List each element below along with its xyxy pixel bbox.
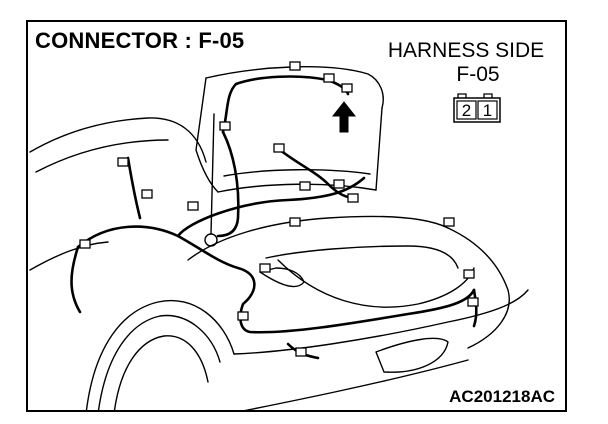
- diagram-frame: 2 1 CONNECTOR : F-05 HARNESS SIDE F-05 A…: [26, 20, 567, 412]
- connector-box: [237, 311, 249, 321]
- bumper-lower-line: [244, 359, 469, 410]
- connector-f05-box: [341, 83, 353, 93]
- trunk-lid-inner: [223, 169, 371, 177]
- rear-wheel-arch-inner: [97, 314, 221, 410]
- connector-box: [273, 143, 285, 153]
- connector-symbol-icon: 2 1: [453, 93, 501, 123]
- license-plate-recess: [375, 337, 449, 373]
- connector-box: [117, 157, 129, 167]
- harness-to-lid: [176, 176, 366, 238]
- vehicle-rear-trunk-illustration: 2 1: [29, 61, 529, 410]
- rear-wheel-arch: [85, 299, 235, 410]
- harness-left-drop: [70, 245, 82, 314]
- pin-label: 1: [483, 101, 492, 120]
- lower-body-line: [233, 289, 529, 355]
- connector-box: [289, 217, 301, 227]
- connector-box: [347, 193, 359, 203]
- connector-title: CONNECTOR : F-05: [35, 28, 245, 53]
- connector-box: [295, 347, 307, 357]
- roof-outline: [29, 117, 207, 163]
- trunk-lid-right: [375, 107, 383, 191]
- connector-box: [259, 263, 271, 273]
- connector-box: [187, 201, 199, 211]
- antenna-mast: [210, 113, 215, 235]
- connector-box: [299, 181, 311, 191]
- harness-side-label: HARNESS SIDE: [387, 39, 545, 62]
- connector-box: [323, 73, 335, 83]
- trunk-lid-left: [195, 77, 219, 193]
- connector-box: [443, 217, 455, 227]
- arrow-up-icon: [331, 101, 357, 133]
- taillight-left: [259, 267, 305, 288]
- trunk-lid-top: [205, 66, 384, 109]
- figure-code: AC201218AC: [449, 387, 555, 406]
- connector-box: [141, 189, 153, 199]
- wiring-harness: [70, 75, 478, 360]
- connector-group: [79, 61, 479, 357]
- connector-box: [289, 61, 301, 71]
- trunk-floor-line: [265, 245, 459, 269]
- harness-roof-branch: [126, 156, 142, 220]
- pin-label: 2: [462, 101, 471, 120]
- connector-box: [463, 269, 475, 279]
- trunk-well: [277, 259, 475, 308]
- connector-box: [219, 121, 231, 131]
- connector-box: [79, 239, 91, 249]
- connector-box: [467, 297, 479, 307]
- antenna-base: [204, 233, 218, 247]
- body-side-line: [29, 241, 109, 271]
- roof-inner-line: [35, 139, 169, 173]
- harness-lid-left-branch: [216, 130, 240, 238]
- trunk-opening-front: [187, 215, 449, 261]
- harness-connector-id: F-05: [456, 63, 500, 86]
- rear-quarter: [447, 227, 510, 349]
- wheel-outline: [113, 335, 209, 410]
- harness-lid-top: [221, 75, 330, 134]
- harness-right-drop: [472, 288, 478, 328]
- trunk-lid-bottom: [217, 183, 377, 193]
- harness-main-run: [76, 225, 476, 334]
- connector-box: [333, 179, 345, 189]
